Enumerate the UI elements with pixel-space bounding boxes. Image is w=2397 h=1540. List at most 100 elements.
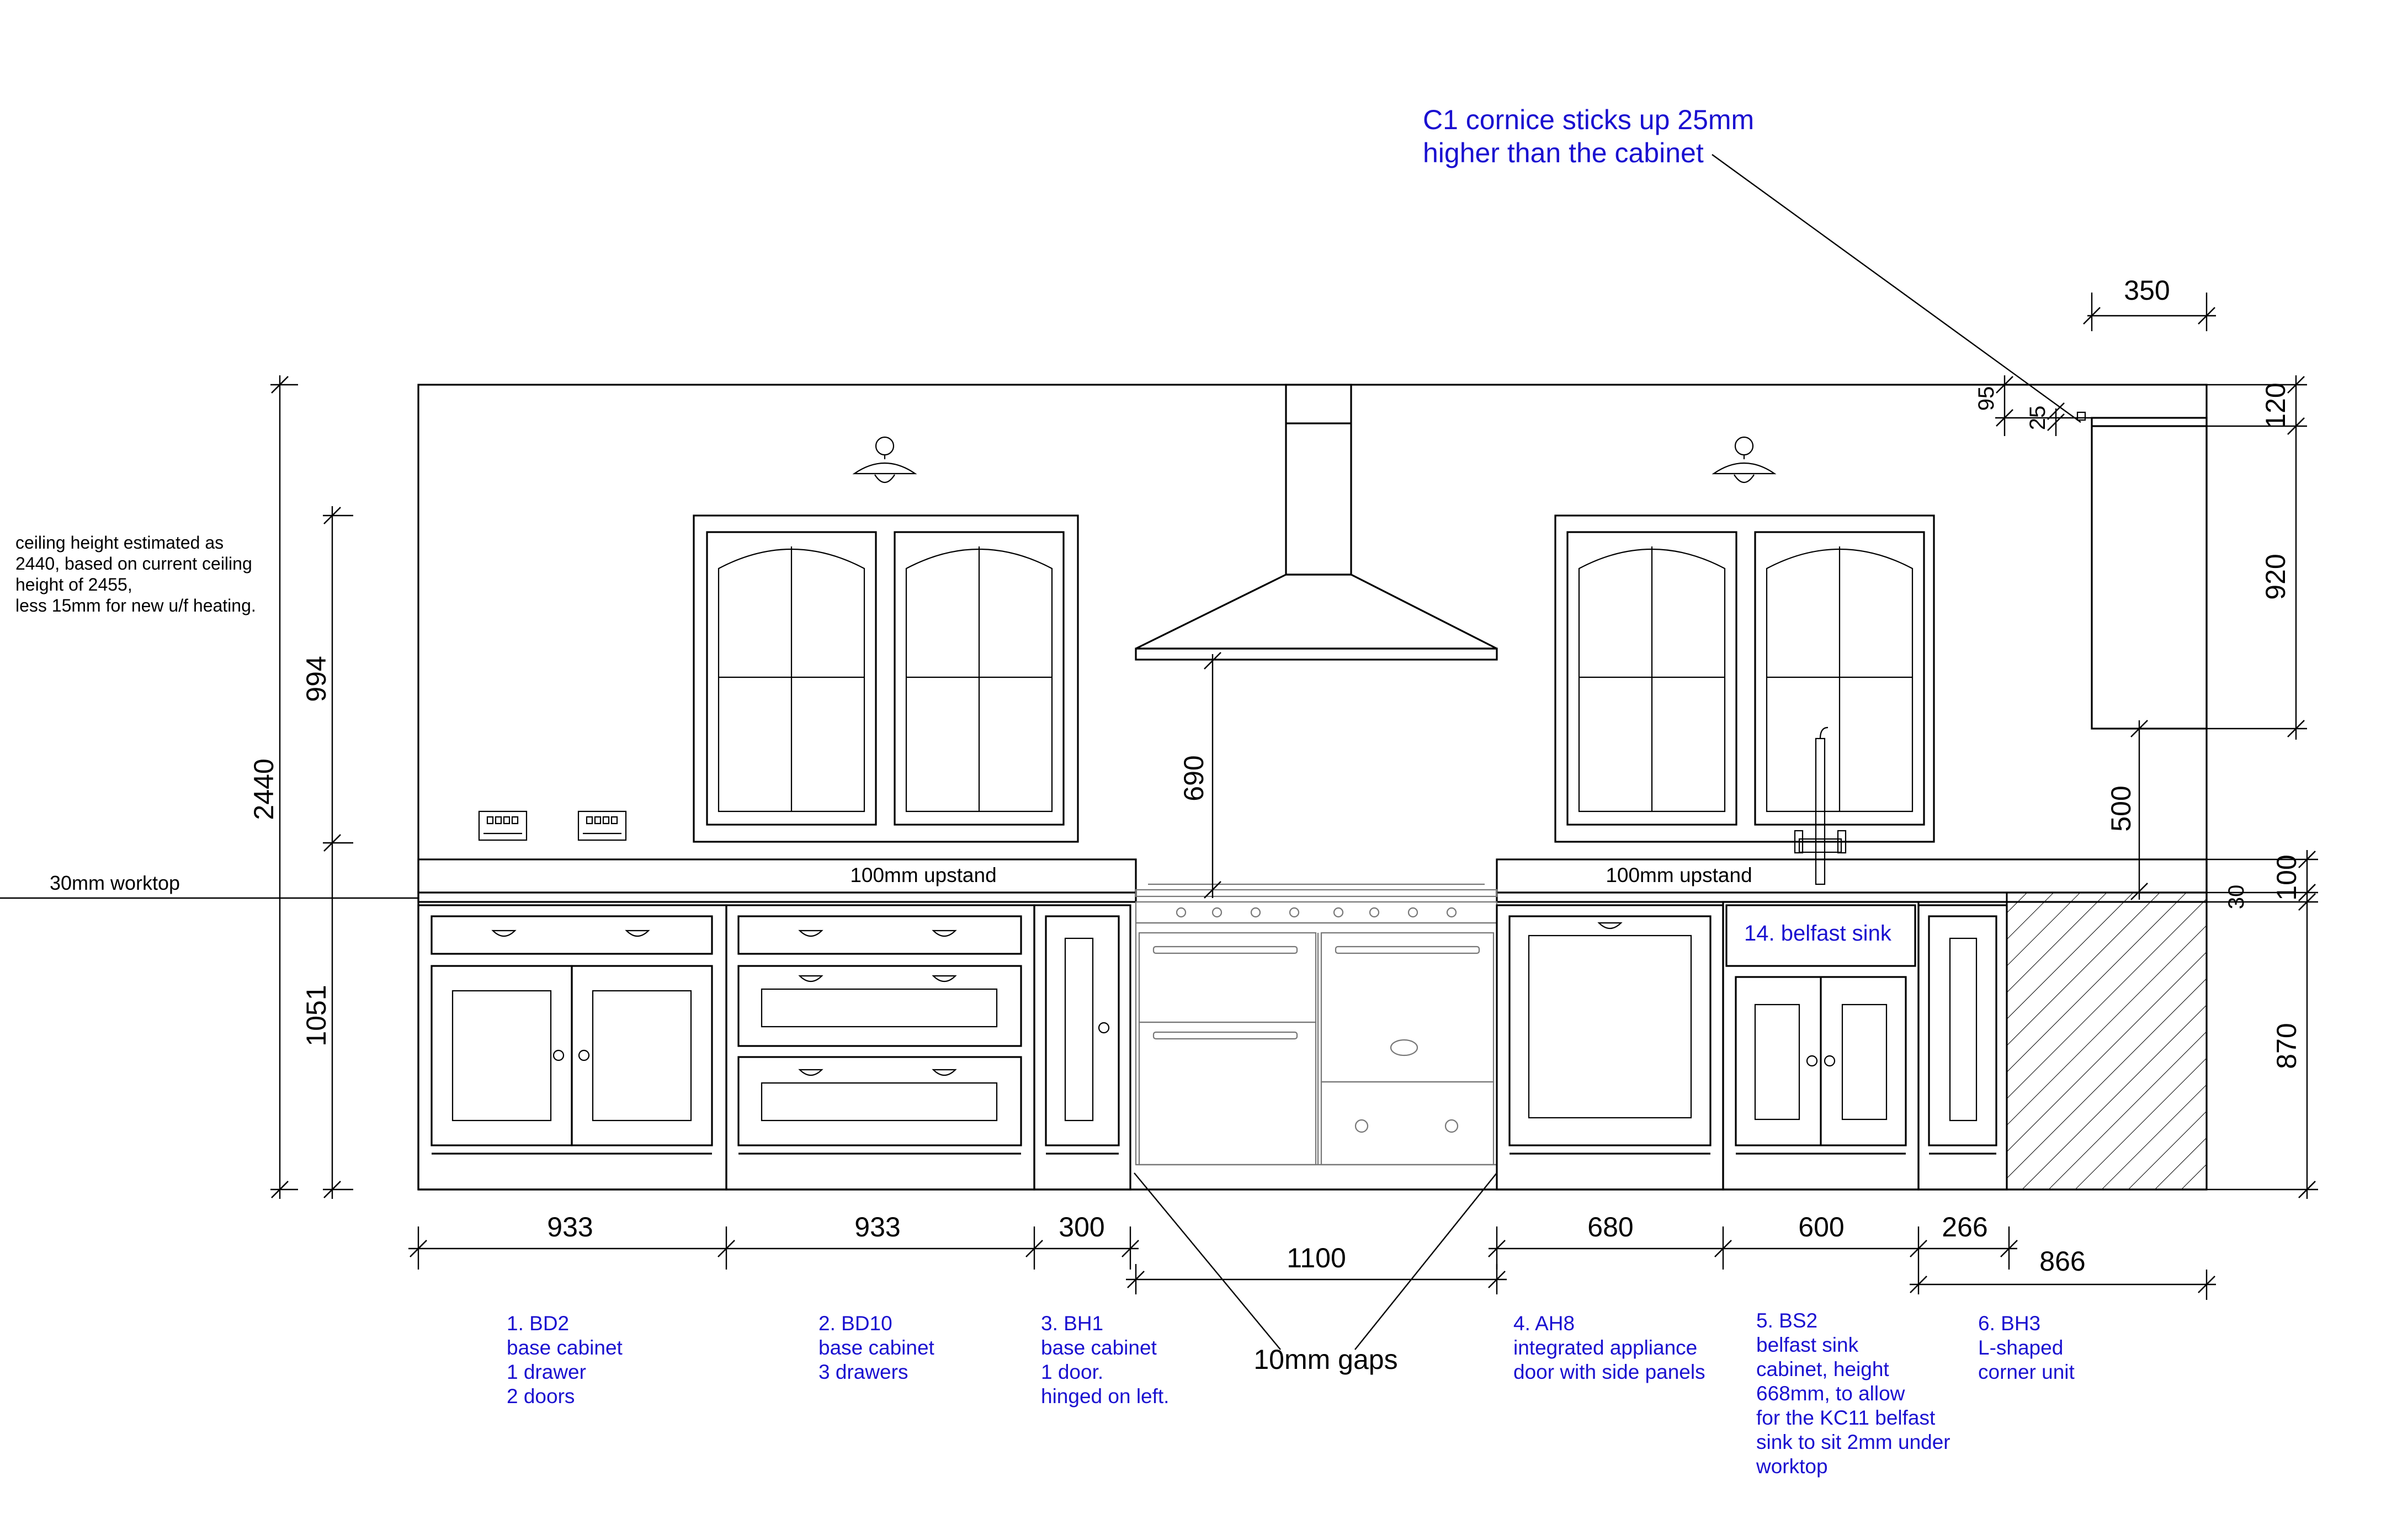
cup-handle-icon: [491, 930, 517, 937]
svg-text:base cabinet: base cabinet: [1041, 1336, 1157, 1359]
svg-text:2440, based on current ceiling: 2440, based on current ceiling: [15, 554, 252, 573]
svg-text:door with side panels: door with side panels: [1513, 1361, 1705, 1383]
dim-30-text: 30: [2224, 885, 2249, 910]
svg-text:3 drawers: 3 drawers: [819, 1361, 908, 1383]
dim-994-text: 994: [301, 656, 332, 702]
extractor-hood: [1135, 384, 1498, 661]
double-socket-icon: [577, 810, 627, 841]
svg-text:5. BS2: 5. BS2: [1756, 1309, 1817, 1332]
window-left: [693, 514, 1079, 843]
dim-120-text: 120: [2260, 383, 2291, 428]
dimension-unit-widths: 933 933 300 1100 680 600 266 866: [408, 1212, 2216, 1300]
dim-920-text: 920: [2260, 554, 2291, 599]
worktop-label: 30mm worktop: [50, 872, 180, 894]
dimension-right-stack: 120 920 500 100 30 870: [2106, 375, 2318, 1199]
gaps-leader: [1134, 1172, 1497, 1350]
unit-description-3: 3. BH1 base cabinet 1 door. hinged on le…: [1041, 1312, 1169, 1408]
svg-text:for the KC11 belfast: for the KC11 belfast: [1756, 1406, 1936, 1429]
cup-handle-icon: [625, 930, 650, 937]
base-unit-bd10: [725, 904, 1035, 1191]
dim-933-b-text: 933: [854, 1212, 900, 1242]
unit-description-5: 5. BS2 belfast sink cabinet, height 668m…: [1756, 1309, 1950, 1478]
worktop: [417, 891, 2208, 903]
svg-text:1 drawer: 1 drawer: [507, 1361, 586, 1383]
svg-text:2. BD10: 2. BD10: [819, 1312, 892, 1335]
gaps-label: 10mm gaps: [1253, 1344, 1397, 1375]
unit-description-1: 1. BD2 base cabinet 1 drawer 2 doors: [507, 1312, 623, 1408]
unit-description-6: 6. BH3 L-shaped corner unit: [1978, 1312, 2075, 1383]
upstand-left: [417, 858, 1137, 894]
svg-text:base cabinet: base cabinet: [507, 1336, 623, 1359]
upstand-right: [1496, 858, 2208, 894]
mixer-tap-icon: [1794, 726, 1847, 885]
cup-handle-icon: [798, 975, 823, 983]
unit-description-2: 2. BD10 base cabinet 3 drawers: [819, 1312, 935, 1383]
dim-ceiling-text: 2440: [248, 758, 279, 820]
double-socket-icon: [478, 810, 528, 841]
dim-1051-text: 1051: [301, 985, 332, 1046]
svg-text:C1 cornice sticks up 25mm: C1 cornice sticks up 25mm: [1423, 104, 1754, 135]
dim-300-text: 300: [1059, 1212, 1104, 1242]
knob-icon: [1806, 1055, 1818, 1067]
dim-690-text: 690: [1178, 755, 1209, 801]
svg-text:3. BH1: 3. BH1: [1041, 1312, 1103, 1335]
svg-text:L-shaped: L-shaped: [1978, 1336, 2063, 1359]
svg-text:cabinet, height: cabinet, height: [1756, 1358, 1889, 1380]
dim-500-text: 500: [2106, 785, 2136, 831]
svg-text:base cabinet: base cabinet: [819, 1336, 935, 1359]
dimension-cornice: 95 25: [1974, 375, 2092, 436]
dim-680-text: 680: [1587, 1212, 1633, 1242]
dimension-wall-cabinet-depth: 350: [2083, 275, 2216, 331]
upstand-right-label: 100mm upstand: [1606, 864, 1752, 886]
base-unit-bh3: [1917, 891, 2208, 1191]
svg-text:integrated appliance: integrated appliance: [1513, 1336, 1697, 1359]
base-unit-ah8: [1496, 904, 1724, 1191]
dimension-wall-zone: 994 1051: [301, 506, 353, 1199]
cup-handle-icon: [1597, 922, 1623, 930]
range-cooker: [1135, 883, 1498, 1166]
dim-95-text: 95: [1974, 386, 1999, 411]
unit-description-4: 4. AH8 integrated appliance door with si…: [1513, 1312, 1705, 1383]
svg-text:higher than the cabinet: higher than the cabinet: [1423, 137, 1704, 168]
wall-light-icon: [1712, 436, 1777, 484]
ceiling-note: ceiling height estimated as 2440, based …: [15, 533, 256, 615]
cup-handle-icon: [798, 930, 823, 937]
svg-text:height of 2455,: height of 2455,: [15, 575, 132, 594]
dim-933-a-text: 933: [547, 1212, 593, 1242]
svg-text:4. AH8: 4. AH8: [1513, 1312, 1575, 1335]
cup-handle-icon: [932, 930, 957, 937]
svg-text:668mm, to allow: 668mm, to allow: [1756, 1382, 1905, 1405]
dim-25-text: 25: [2026, 406, 2050, 431]
upstand-left-label: 100mm upstand: [850, 864, 996, 886]
dim-100-text: 100: [2271, 854, 2302, 900]
cup-handle-icon: [932, 1069, 957, 1076]
svg-text:worktop: worktop: [1756, 1455, 1828, 1478]
knob-icon: [1824, 1055, 1836, 1067]
dim-866-text: 866: [2039, 1246, 2085, 1277]
base-unit-bh1: [1033, 904, 1131, 1191]
svg-text:2 doors: 2 doors: [507, 1385, 575, 1408]
svg-text:ceiling height estimated as: ceiling height estimated as: [15, 533, 224, 553]
svg-text:belfast sink: belfast sink: [1756, 1334, 1859, 1356]
cornice-note: C1 cornice sticks up 25mm higher than th…: [1423, 104, 2086, 423]
svg-text:less 15mm for new u/f heating.: less 15mm for new u/f heating.: [15, 596, 256, 615]
dimension-splashback: 690: [1178, 652, 1221, 899]
svg-text:1 door.: 1 door.: [1041, 1361, 1103, 1383]
svg-text:hinged on left.: hinged on left.: [1041, 1385, 1169, 1408]
wall-light-icon: [852, 436, 917, 484]
svg-text:corner unit: corner unit: [1978, 1361, 2075, 1383]
base-unit-bd2: [417, 904, 727, 1191]
svg-text:sink to sit 2mm under: sink to sit 2mm under: [1756, 1431, 1950, 1453]
dim-1100-text: 1100: [1287, 1242, 1346, 1273]
svg-text:1. BD2: 1. BD2: [507, 1312, 569, 1335]
svg-text:6. BH3: 6. BH3: [1978, 1312, 2040, 1335]
cup-handle-icon: [932, 975, 957, 983]
wall-cabinet: [2091, 417, 2208, 730]
knob-icon: [578, 1049, 590, 1061]
burner-icon: [1176, 907, 1457, 918]
dim-870-text: 870: [2271, 1023, 2302, 1069]
knob-icon: [552, 1049, 565, 1061]
knob-icon: [1098, 1022, 1110, 1034]
cup-handle-icon: [798, 1069, 823, 1076]
